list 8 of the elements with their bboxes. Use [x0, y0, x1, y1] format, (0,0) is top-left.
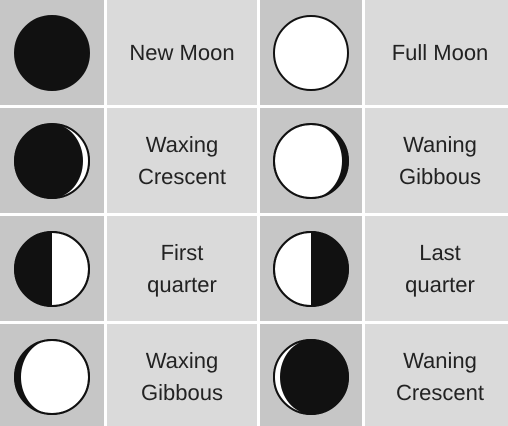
phase-name: New Moon: [129, 38, 235, 67]
phase-name: Waning Gibbous: [398, 130, 482, 190]
phase-name: Full Moon: [392, 38, 488, 67]
phase-name: Last quarter: [404, 238, 476, 299]
phase-name: First quarter: [146, 238, 218, 299]
phase-name: Waning Crescent: [394, 346, 486, 406]
phase-name: Waxing Gibbous: [140, 346, 224, 406]
phase-name: Waxing Crescent: [136, 130, 228, 190]
